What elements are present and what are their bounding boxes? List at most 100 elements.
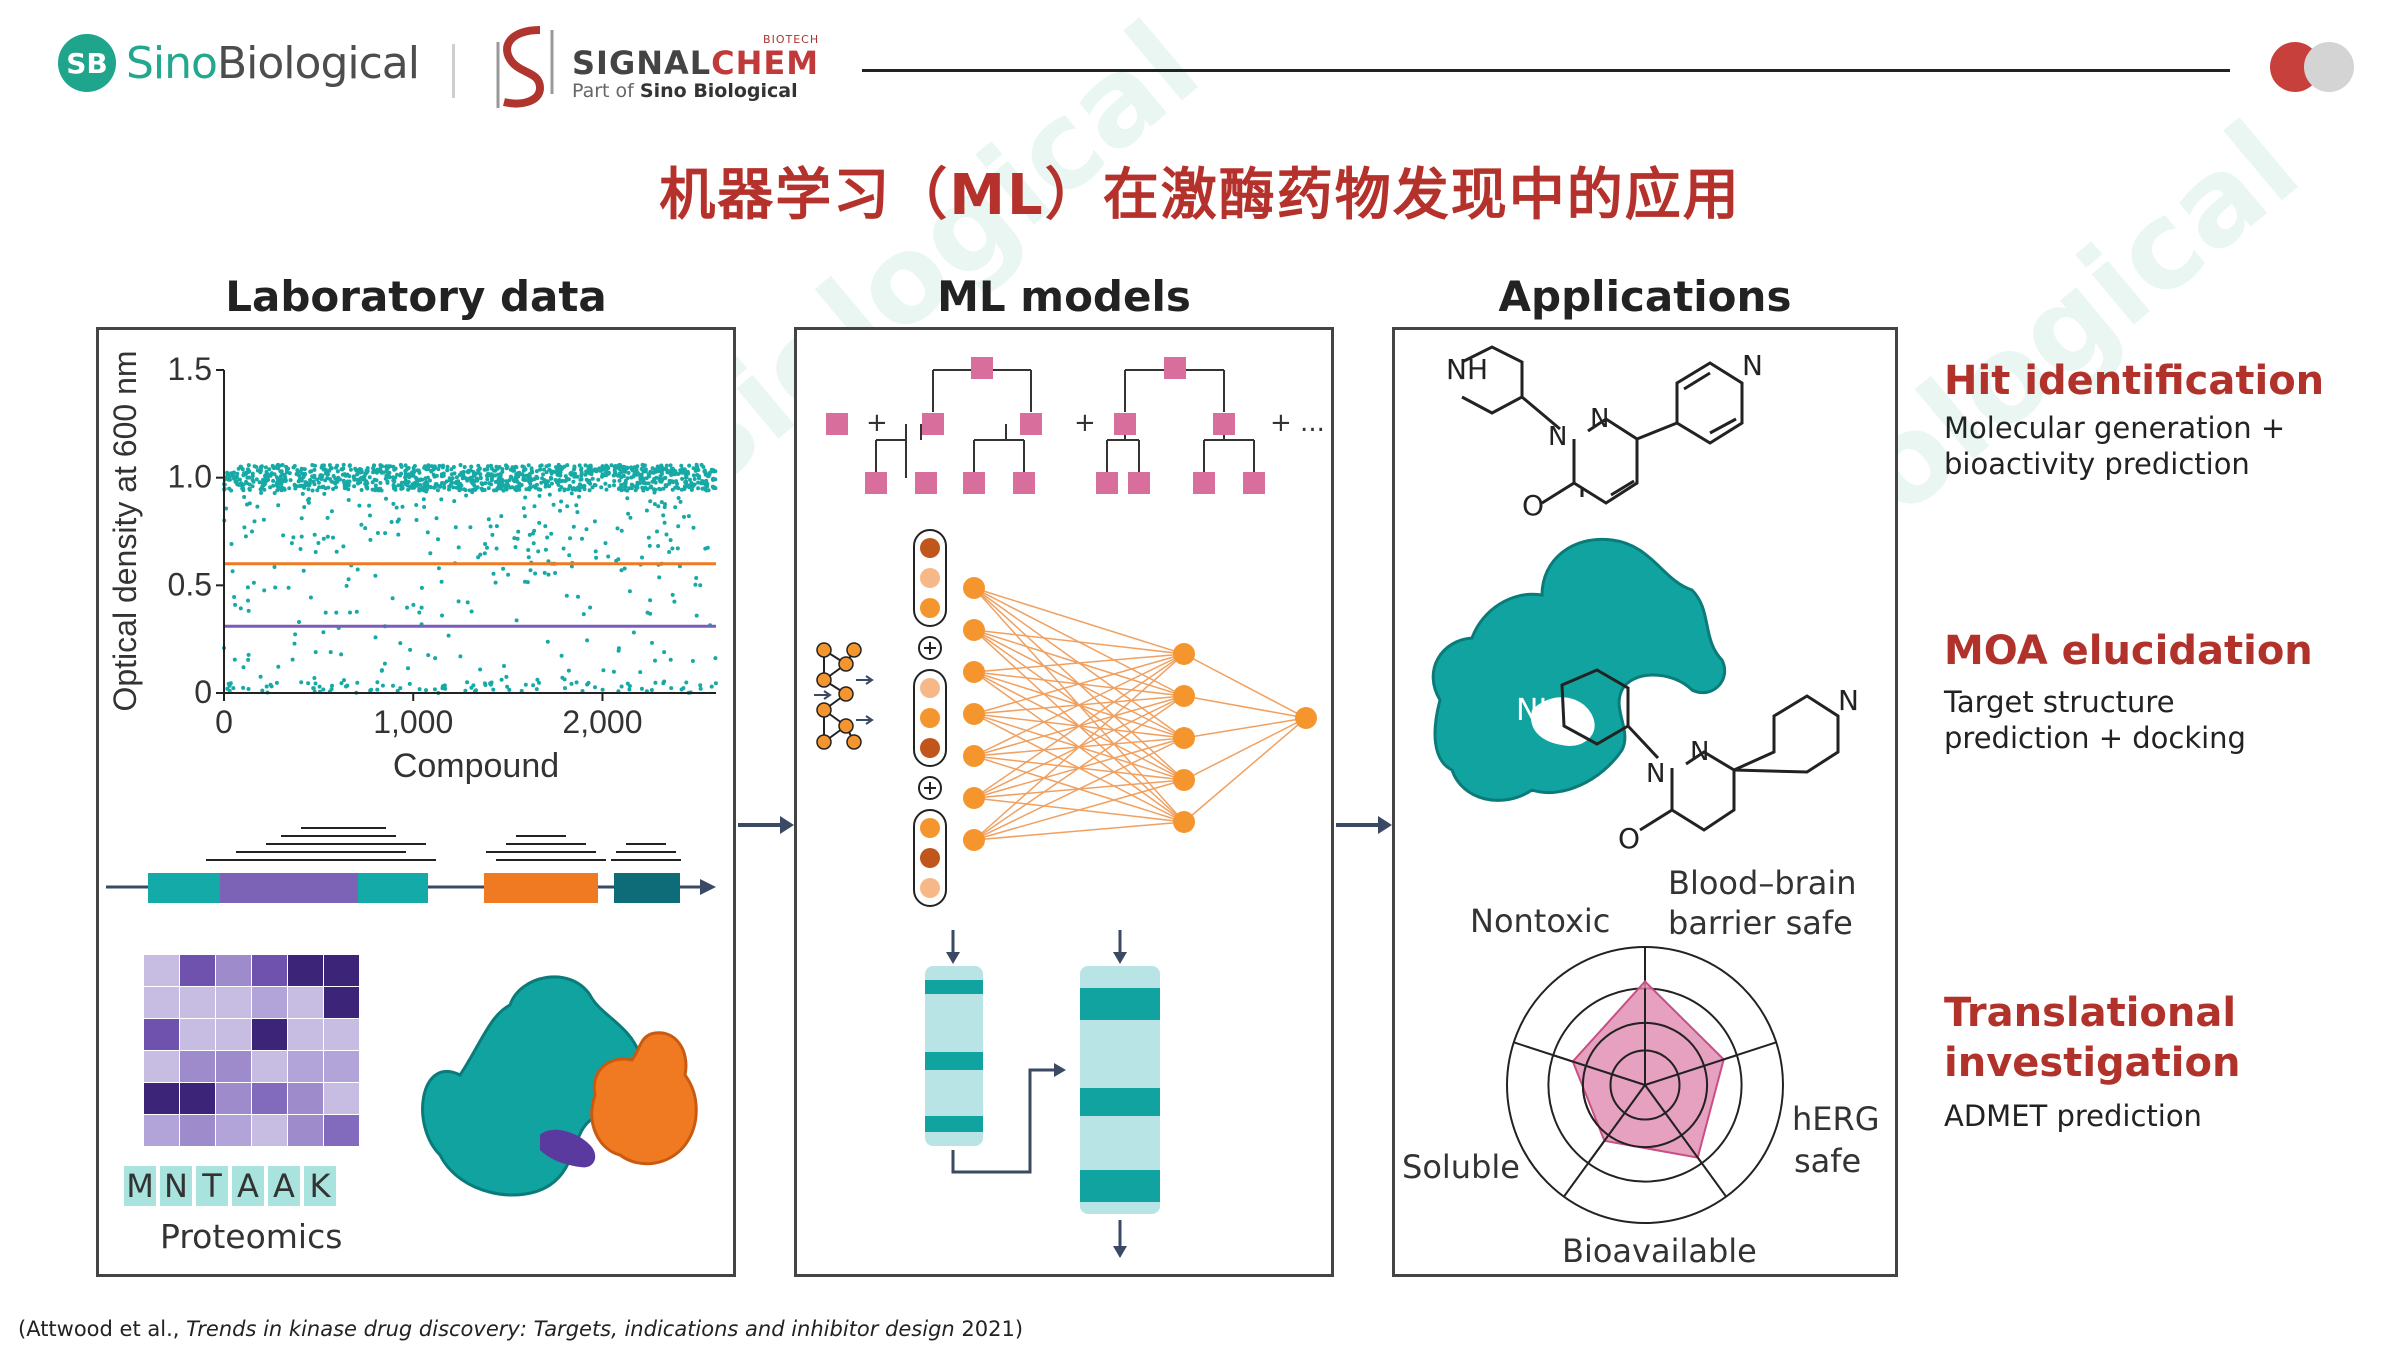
scatter-point	[534, 469, 539, 474]
scatter-point	[581, 612, 586, 617]
scatter-point	[568, 484, 573, 489]
heatmap-cell	[288, 1051, 323, 1082]
scatter-point	[250, 477, 255, 482]
scatter-point	[490, 474, 495, 479]
scatter-point	[346, 498, 351, 502]
scatter-point	[611, 669, 616, 674]
graph-node	[838, 686, 854, 702]
scatter-point	[348, 610, 352, 615]
scatter-point	[462, 465, 467, 469]
sino-logo-text: SinoBiological	[126, 38, 420, 89]
scatter-point	[335, 479, 340, 484]
scatter-point	[325, 534, 330, 539]
scatter-point	[393, 466, 398, 471]
scatter-point	[545, 535, 550, 540]
graph-node	[816, 642, 832, 658]
scatter-point	[356, 481, 360, 486]
scatter-point	[310, 463, 315, 467]
scatter-point	[436, 537, 440, 542]
tree-plus: +	[866, 408, 888, 438]
scatter-point	[464, 493, 469, 498]
scatter-point	[596, 477, 601, 482]
lab-panel-title: Laboratory data	[225, 272, 607, 321]
scatter-point	[669, 473, 674, 477]
scatter-point	[661, 681, 666, 686]
scatter-point	[474, 688, 478, 693]
scatter-point	[271, 483, 276, 488]
scatter-point	[628, 515, 633, 520]
scatter-point	[528, 568, 533, 573]
scatter-point	[461, 472, 466, 477]
svg-text:N: N	[1646, 759, 1665, 789]
y-tick-label: 0	[194, 674, 212, 710]
scatter-point	[681, 686, 686, 691]
scatter-point	[515, 471, 520, 476]
scatter-point	[630, 483, 635, 488]
scatter-point	[685, 469, 690, 474]
scatter-point	[409, 473, 414, 478]
scatter-point	[442, 485, 447, 490]
radar-label-herg-2: safe	[1794, 1142, 1861, 1180]
scatter-point	[634, 472, 639, 477]
scatter-point	[384, 496, 388, 501]
scatter-point	[387, 470, 392, 475]
scatter-point	[333, 476, 338, 481]
heatmap-cell	[180, 1051, 215, 1082]
scatter-point	[688, 477, 692, 482]
scatter-point	[640, 555, 644, 560]
scatter-point	[491, 571, 496, 576]
scatter-point	[327, 463, 332, 468]
heatmap-cell	[252, 955, 287, 986]
scatter-point	[553, 571, 558, 575]
scatter-point	[532, 528, 537, 533]
scatter-point	[429, 469, 434, 474]
scatter-point	[343, 473, 348, 478]
scatter-point	[391, 483, 396, 487]
nav-dot-inactive[interactable]	[2304, 42, 2354, 92]
scatter-point	[673, 469, 678, 474]
scatter-point	[317, 485, 322, 490]
scatter-point	[571, 479, 576, 484]
scatter-point	[672, 599, 677, 604]
scatter-point	[428, 551, 433, 556]
scatter-point	[351, 475, 356, 480]
scatter-point	[713, 681, 718, 686]
scatter-point	[271, 478, 276, 483]
threshold-lines	[224, 562, 716, 628]
scatter-point	[325, 472, 330, 477]
scatter-point	[694, 613, 699, 618]
scatter-point	[493, 473, 498, 478]
scatter-point	[584, 477, 589, 482]
scatter-point	[470, 490, 475, 495]
scatter-point	[617, 467, 622, 472]
scatter-point	[368, 513, 372, 518]
scatter-point	[396, 517, 401, 522]
heatmap-cell	[324, 1115, 359, 1146]
tree-node	[1020, 413, 1042, 435]
scatter-point	[402, 480, 407, 485]
scatter-point	[265, 475, 270, 480]
gradient-boosted-trees: + + + ...	[826, 357, 1325, 494]
scatter-point	[532, 504, 537, 509]
scatter-point	[292, 641, 297, 646]
scatter-point	[504, 479, 509, 484]
scatter-points	[222, 462, 718, 695]
scatter-point	[500, 478, 505, 483]
scatter-point	[359, 488, 364, 492]
scatter-point	[440, 481, 444, 485]
scatter-point	[315, 477, 320, 482]
scatter-point	[432, 474, 437, 479]
scatter-point	[505, 464, 510, 469]
scatter-point	[662, 650, 667, 655]
scatter-point	[441, 463, 445, 468]
scatter-point	[618, 463, 622, 467]
scatter-point	[326, 485, 331, 490]
x-tick-label: 0	[215, 704, 233, 740]
scatter-point	[526, 473, 531, 477]
nn-input-node	[963, 703, 985, 725]
scatter-point	[246, 687, 251, 691]
scatter-point	[543, 484, 548, 489]
svg-text:N: N	[1690, 737, 1709, 767]
scatter-point	[312, 676, 317, 680]
scatter-point	[433, 465, 438, 470]
